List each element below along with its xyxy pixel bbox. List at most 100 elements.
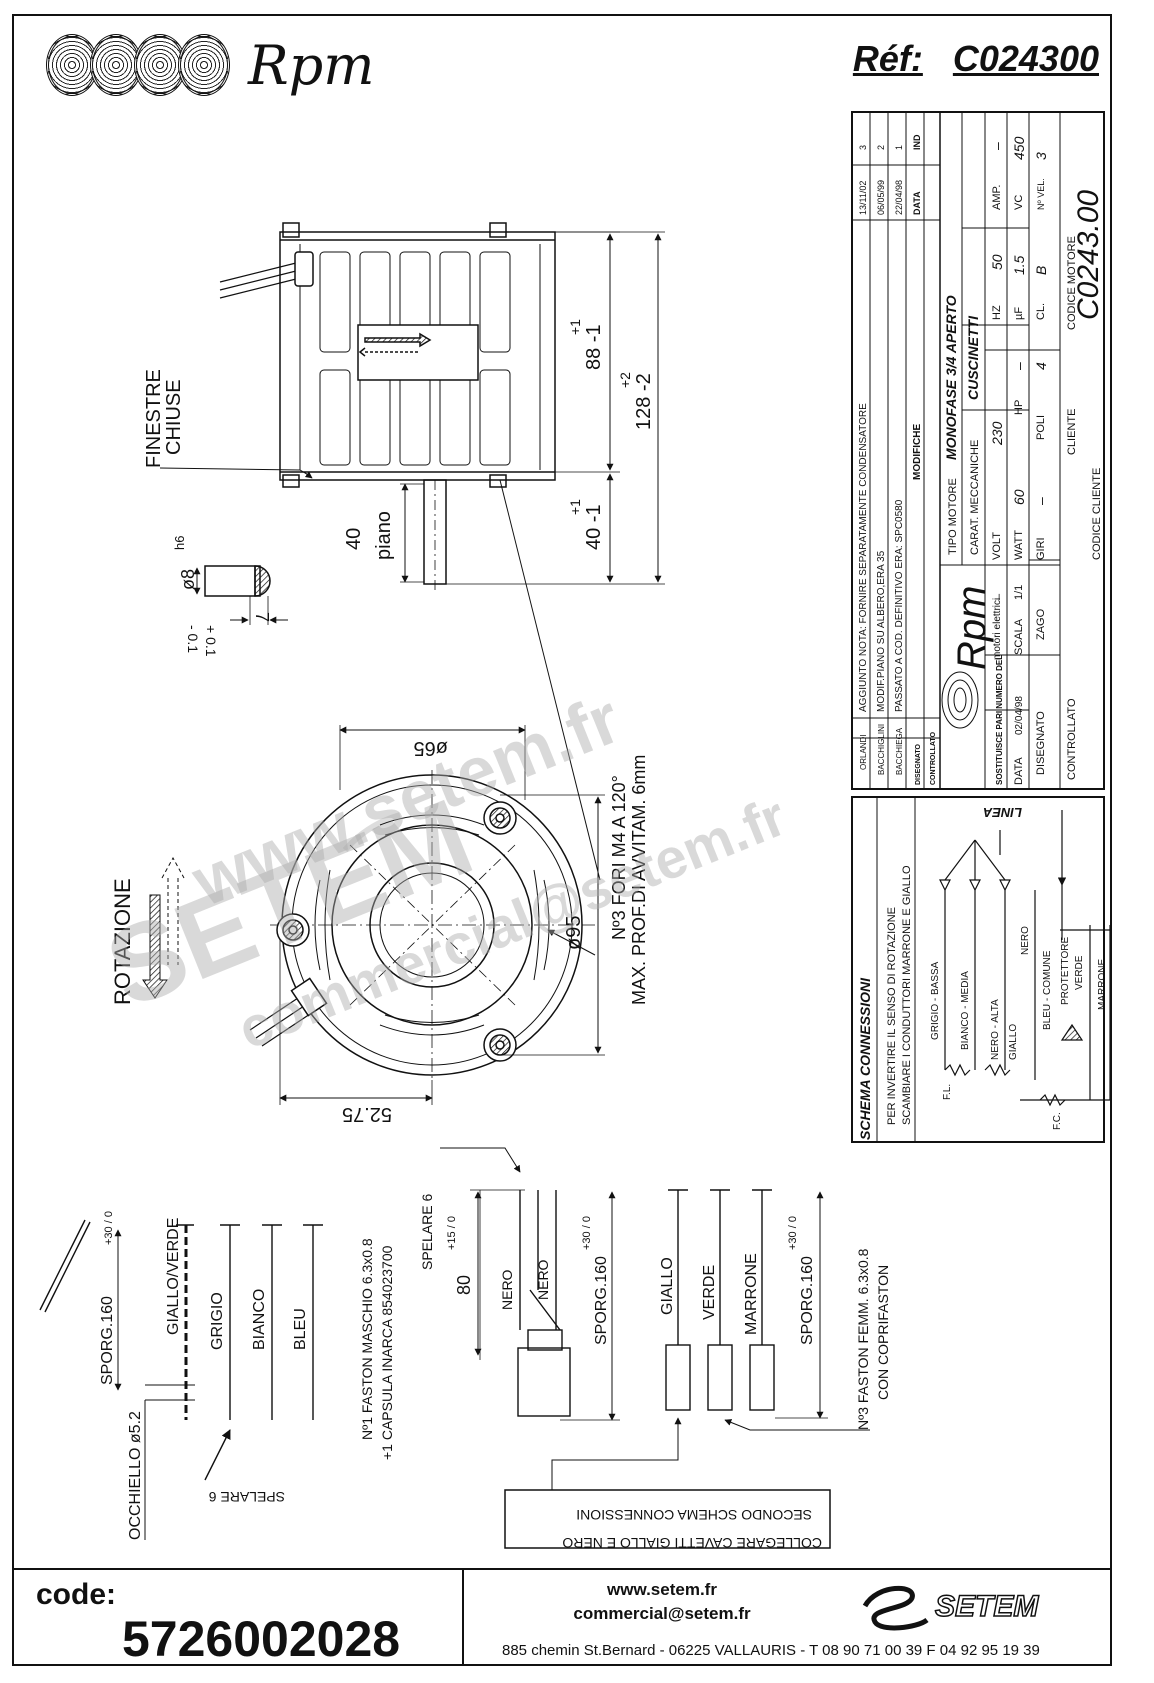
dim-95: ø95 — [563, 916, 585, 950]
dim-7: 7 — [252, 612, 272, 622]
wire-secondo: SECONDO SCHEMA CONNESSIONI — [576, 1507, 812, 1523]
label-piano: piano — [373, 511, 395, 560]
wire-sporg-left-tol: +30 / 0 — [103, 1211, 115, 1245]
codice-cliente-label: CODICE CLIENTE — [1091, 468, 1103, 560]
wire-spelare-left: SPELARE 6 — [209, 1489, 285, 1505]
title-data-label: DATA — [1013, 757, 1025, 785]
schema-fc: F.C. — [1052, 1112, 1063, 1130]
carat-label: CARAT. MECCANICHE — [969, 440, 981, 555]
rev-1-data: 22/04/98 — [894, 180, 904, 215]
wire-occhiello: OCCHIELLO ø5.2 — [127, 1411, 144, 1540]
rev-2-modifiche: MODIF.PIANO SU ALBERO,ERA 35 — [876, 550, 887, 712]
footer-website[interactable]: www.setem.fr — [607, 1580, 717, 1599]
drawing-labels: FINESTRE CHIUSE 88 -1 +1 128 -2 +2 40 -1… — [99, 134, 1108, 1551]
wire-bianco: BIANCO — [251, 1289, 268, 1350]
label-prof: MAX. PROF.DI AVVITAM. 6mm — [629, 755, 649, 1005]
wire-nero-1: NERO — [499, 1269, 515, 1310]
label-chiuse: CHIUSE — [163, 379, 185, 455]
schema-note-2: SCAMBIARE I CONDUTTORI MARRONE E GIALLO — [901, 865, 913, 1125]
setem-logo-icon: SETEM — [862, 1585, 1040, 1631]
col-disegnato: DISEGNATO — [915, 743, 922, 785]
tipo-motore: MONOFASE 3/4 APERTO — [943, 295, 959, 460]
rpm-logo: Rpm — [46, 30, 374, 100]
tol-128: +2 — [617, 372, 633, 388]
schema-title: SCHEMA CONNESSIONI — [857, 977, 873, 1140]
wire-capsula: +1 CAPSULA INARCA 854023700 — [379, 1245, 395, 1460]
rev-2-disegnato: BACCHIGLINI — [877, 724, 886, 775]
wire-giallo: GIALLO — [659, 1257, 676, 1315]
schema-bleu: BLEU - COMUNE — [1042, 950, 1053, 1030]
code-value: 5726002028 — [122, 1611, 401, 1667]
sostituisce-label: SOSTITUISCE PARI NUMERO DEL — [995, 655, 1004, 785]
tol-7-minus: - 0.1 — [185, 625, 201, 653]
tol-40: +1 — [567, 499, 583, 515]
schema-linea: LINEA — [983, 805, 1022, 820]
watt-value: 60 — [1011, 489, 1027, 505]
dim-65: ø65 — [414, 737, 448, 759]
wire-verde: VERDE — [701, 1265, 718, 1320]
uf-label: µF — [1013, 307, 1025, 320]
wire-sporg-mid: SPORG.160 — [593, 1256, 610, 1345]
ref-label: Réf: — [852, 38, 923, 79]
hz-label: HZ — [991, 305, 1003, 320]
wire-nero-2: NERO — [535, 1259, 551, 1300]
schema-nero: NERO — [1020, 926, 1031, 955]
schema-protettore: PROTETTORE — [1060, 937, 1071, 1005]
col-controllato: CONTROLLATO — [930, 731, 937, 785]
poli-value: 4 — [1033, 362, 1049, 370]
wire-bleu: BLEU — [292, 1308, 309, 1350]
cl-value: B — [1033, 266, 1049, 275]
codice-motore-label: CODICE MOTORE — [1066, 236, 1078, 330]
vc-value: 450 — [1011, 136, 1027, 160]
wire-dim-80: 80 — [454, 1275, 474, 1295]
rev-3-modifiche: AGGIUNTO NOTA: FORNIRE SEPARATAMENTE CON… — [858, 403, 869, 712]
rev-1-disegnato: BACCHIEGA — [895, 727, 904, 775]
rev-1-modifiche: PASSATO A COD. DEFINITIVO ERA: SPC0580 — [894, 499, 905, 712]
schema-grigio: GRIGIO - BASSA — [930, 961, 941, 1040]
wire-marrone: MARRONE — [743, 1253, 760, 1335]
hz-value: 50 — [989, 254, 1005, 270]
giri-value: – — [1033, 497, 1049, 505]
label-fori: Nº3 FORI M4 A 120° — [609, 775, 629, 940]
schema-fl: F.L. — [942, 1084, 953, 1100]
wire-sporg-right: SPORG.160 — [799, 1256, 816, 1345]
setem-logo-text: SETEM — [935, 1590, 1039, 1623]
rev-2-ind: 2 — [876, 145, 886, 150]
amp-label: AMP. — [991, 185, 1003, 210]
title-data-value: 02/04/98 — [1014, 696, 1025, 735]
schema-verde: VERDE — [1074, 955, 1085, 990]
brand-name: Rpm — [248, 33, 375, 97]
wire-faston-maschio: Nº1 FASTON MASCHIO 6.3x0.8 — [359, 1238, 375, 1440]
controllato-label: CONTROLLATO — [1066, 698, 1078, 780]
wire-coprifaston: CON COPRIFASTON — [875, 1265, 891, 1400]
code-label: code: — [36, 1578, 117, 1611]
wiring-diagram — [39, 1147, 870, 1549]
label-rotazione: ROTAZIONE — [110, 878, 135, 1005]
front-view — [142, 725, 605, 1105]
poli-label: POLI — [1035, 415, 1047, 440]
side-view — [159, 222, 665, 881]
wire-sporg-left: SPORG.160 — [99, 1296, 116, 1385]
dim-52-75: 52.75 — [342, 1103, 392, 1125]
col-ind: IND — [912, 134, 922, 150]
footer-email[interactable]: commercial@setem.fr — [573, 1604, 751, 1623]
wire-faston-femm: Nº3 FASTON FEMM. 6.3x0.8 — [855, 1248, 871, 1430]
schema-bianco: BIANCO - MEDIA — [960, 971, 971, 1050]
title-rpm-brand: Rpm — [950, 586, 994, 670]
vc-label: VC — [1013, 195, 1025, 210]
schema-connessioni — [851, 796, 1111, 1143]
schema-marrone: MARRONE — [1097, 959, 1108, 1010]
sostituisce-value: – — [993, 593, 1005, 600]
wire-collegare: COLLEGARE CAVETTI GIALLO E NERO — [562, 1535, 822, 1551]
wire-spelare-mid: SPELARE 6 — [419, 1194, 435, 1270]
rev-3-disegnato: ORLANDI — [859, 734, 868, 770]
watt-label: WATT — [1013, 530, 1025, 560]
tol-88: +1 — [567, 319, 583, 335]
rev-3-data: 13/11/02 — [858, 181, 868, 215]
drawing-sheet — [12, 14, 1112, 1666]
hp-label: HP — [1013, 400, 1025, 415]
cl-label: CL. — [1035, 303, 1047, 320]
hp-value: – — [1011, 362, 1027, 370]
footer: code: 5726002028 www.setem.fr commercial… — [12, 1568, 1112, 1667]
